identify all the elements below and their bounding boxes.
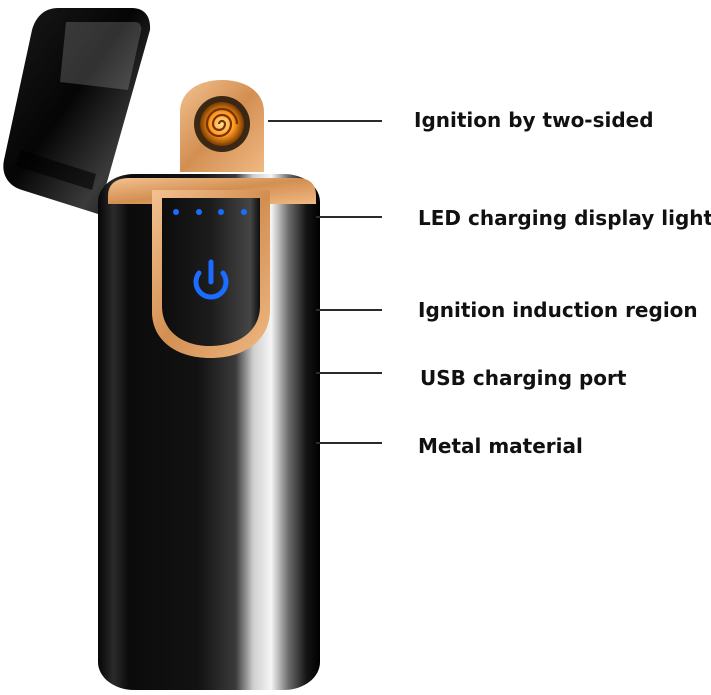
- callout-label-led: LED charging display light: [418, 206, 711, 230]
- callout-label-metal: Metal material: [418, 434, 583, 458]
- callout-line-induction: [316, 309, 382, 311]
- led-dot: [196, 209, 202, 215]
- led-dot: [241, 209, 247, 215]
- callout-line-ignition: [268, 120, 382, 122]
- flip-cap: [3, 8, 151, 214]
- lighter-body: [98, 174, 320, 690]
- callout-label-induction: Ignition induction region: [418, 298, 698, 322]
- led-dot: [173, 209, 179, 215]
- led-indicators: [173, 209, 247, 215]
- callout-label-ignition: Ignition by two-sided: [414, 108, 654, 132]
- callout-line-metal: [316, 442, 382, 444]
- callout-line-led: [316, 216, 382, 218]
- power-icon: [193, 259, 229, 300]
- ignition-head: [180, 80, 264, 172]
- led-dot: [218, 209, 224, 215]
- callout-line-usb: [316, 372, 382, 374]
- callout-label-usb: USB charging port: [420, 366, 627, 390]
